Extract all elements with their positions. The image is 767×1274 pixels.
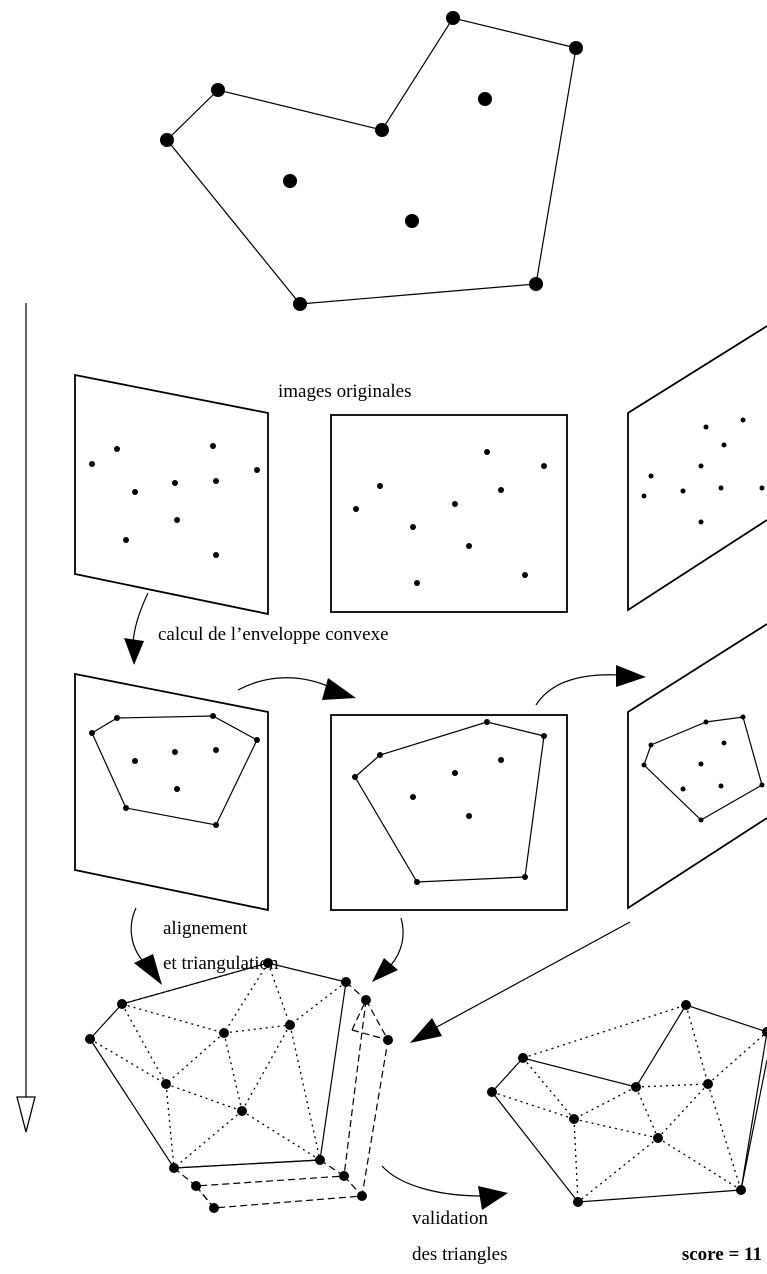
arrow-hull-center-to-right xyxy=(535,665,646,706)
filled-arrowhead-icon xyxy=(124,638,144,665)
arrow-hull-left-to-center xyxy=(237,677,356,700)
label-triangles: des triangles xyxy=(412,1244,508,1265)
triangulation-aligned xyxy=(85,958,393,1213)
model-pattern xyxy=(160,11,583,311)
hollow-arrowhead-down-icon xyxy=(16,1096,36,1133)
model-points xyxy=(160,11,583,311)
score-label: score = 11 xyxy=(682,1244,762,1265)
filled-arrowhead-icon xyxy=(616,665,646,687)
image-left-original xyxy=(74,373,269,616)
label-triangulation: et triangulation xyxy=(163,953,279,974)
arrow-to-hull xyxy=(124,592,149,665)
image-center-hull xyxy=(330,714,568,911)
process-arrow xyxy=(16,303,36,1133)
image-center-original xyxy=(330,414,568,613)
arrow-center-to-triangulation xyxy=(372,917,404,982)
label-alignment: alignement xyxy=(163,918,248,939)
image-right-hull xyxy=(627,623,767,910)
filled-arrowhead-icon xyxy=(322,678,356,700)
model-hull xyxy=(166,17,577,305)
triangulation-validated xyxy=(487,1000,767,1207)
filled-arrowhead-icon xyxy=(134,954,162,985)
image-right-original xyxy=(627,325,767,612)
filled-arrowhead-icon xyxy=(410,1018,442,1043)
arrow-right-to-validation xyxy=(410,921,631,1043)
label-convex-hull: calcul de l’enveloppe convexe xyxy=(158,624,389,645)
label-original-images: images originales xyxy=(278,381,412,402)
filled-arrowhead-icon xyxy=(372,958,398,982)
arrow-left-to-triangulation xyxy=(130,907,162,985)
arrow-to-validated xyxy=(381,1165,508,1210)
filled-arrowhead-icon xyxy=(478,1186,508,1210)
label-validation: validation xyxy=(412,1208,488,1229)
image-left-hull xyxy=(74,672,269,912)
